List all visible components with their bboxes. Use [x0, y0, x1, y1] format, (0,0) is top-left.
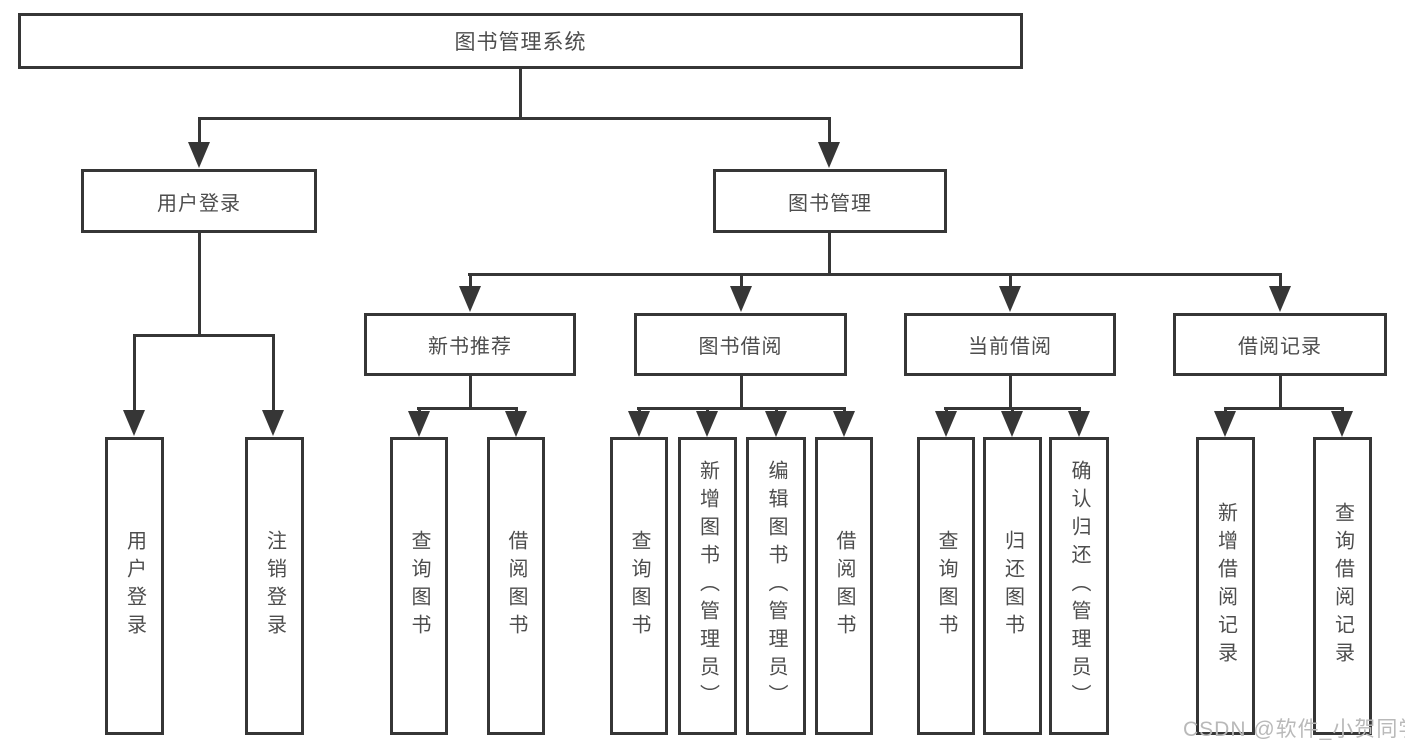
arrow-down-icon	[408, 411, 430, 437]
node-leaf-query-books: 查询图书	[610, 437, 668, 735]
arrow-down-icon	[1068, 411, 1090, 437]
node-label: 归还图书	[1001, 530, 1024, 642]
node-label: 图书管理系统	[454, 31, 587, 54]
node-label: 当前借阅	[968, 336, 1052, 358]
node-leaf-borrow-books: 借阅图书	[815, 437, 873, 735]
arrow-down-icon	[188, 142, 210, 168]
node-label: 编辑图书（管理员）	[765, 460, 787, 712]
connector-to-section	[1279, 273, 1282, 288]
node-leaf-add-books-admin: 新增图书（管理员）	[678, 437, 737, 735]
arrow-down-icon	[262, 410, 284, 436]
node-leaf-query-borrow-record: 查询借阅记录	[1313, 437, 1372, 735]
connector-section-stem	[469, 376, 472, 410]
connector-section-stem	[740, 376, 743, 410]
arrow-down-icon	[730, 286, 752, 312]
node-leaf-logout: 注销登录	[245, 437, 304, 735]
arrow-down-icon	[935, 411, 957, 437]
node-leaf-query-books: 查询图书	[917, 437, 975, 735]
node-leaf-query-books: 查询图书	[390, 437, 448, 735]
arrow-down-icon	[833, 411, 855, 437]
node-leaf-borrow-books: 借阅图书	[487, 437, 545, 735]
node-leaf-add-borrow-record: 新增借阅记录	[1196, 437, 1255, 735]
connector-mgmt-stem	[828, 233, 831, 275]
connector-section-crossbar	[417, 407, 518, 410]
connector-section-crossbar	[1224, 407, 1344, 410]
csdn-watermark: CSDN @软件_小贺同学	[1183, 718, 1405, 741]
arrow-down-icon	[818, 142, 840, 168]
arrow-down-icon	[628, 411, 650, 437]
connector-to-section	[1009, 273, 1012, 288]
node-leaf-confirm-return-admin: 确认归还（管理员）	[1049, 437, 1109, 735]
arrow-down-icon	[765, 411, 787, 437]
connector-section-stem	[1279, 376, 1282, 410]
node-label: 图书借阅	[698, 336, 783, 358]
connector-to-book-mgmt	[828, 117, 831, 144]
arrow-down-icon	[459, 286, 481, 312]
node-leaf-edit-books-admin: 编辑图书（管理员）	[746, 437, 806, 735]
node-label: 借阅图书	[505, 530, 527, 642]
node-leaf-return-books: 归还图书	[983, 437, 1042, 735]
arrow-down-icon	[999, 286, 1021, 312]
node-current-borrowing: 当前借阅	[904, 313, 1116, 376]
arrow-down-icon	[1214, 411, 1236, 437]
connector-to-section	[740, 273, 743, 288]
node-label: 注销登录	[263, 530, 286, 642]
arrow-down-icon	[1001, 411, 1023, 437]
arrow-down-icon	[696, 411, 718, 437]
node-label: 查询图书	[935, 530, 957, 642]
arrow-down-icon	[1331, 411, 1353, 437]
connector-login-crossbar	[133, 334, 275, 337]
node-label: 新增图书（管理员）	[696, 460, 719, 712]
connector-login-stem	[198, 233, 201, 336]
node-label: 借阅记录	[1238, 336, 1322, 358]
connector-root-stem	[519, 69, 522, 117]
connector-root-crossbar	[198, 117, 831, 120]
node-label: 用户登录	[157, 192, 241, 215]
node-new-book-recommend: 新书推荐	[364, 313, 576, 376]
node-label: 新书推荐	[428, 336, 512, 358]
node-label: 查询借阅记录	[1331, 502, 1354, 670]
node-label: 查询图书	[408, 530, 430, 642]
node-book-management: 图书管理	[713, 169, 947, 233]
arrow-down-icon	[505, 411, 527, 437]
node-borrowing-records: 借阅记录	[1173, 313, 1387, 376]
node-leaf-user-login: 用户登录	[105, 437, 164, 735]
node-library-management-system: 图书管理系统	[18, 13, 1023, 69]
connector-to-leaf	[272, 334, 275, 412]
node-label: 新增借阅记录	[1214, 502, 1237, 670]
connector-to-section	[469, 273, 472, 288]
node-label: 查询图书	[628, 530, 650, 642]
connector-to-user-login	[198, 117, 201, 144]
arrow-down-icon	[123, 410, 145, 436]
connector-section-crossbar	[637, 407, 846, 410]
connector-mgmt-crossbar	[468, 273, 1281, 276]
connector-to-leaf	[133, 334, 136, 412]
node-label: 用户登录	[123, 530, 146, 642]
node-label: 借阅图书	[833, 530, 855, 642]
node-label: 确认归还（管理员）	[1068, 460, 1090, 712]
node-label: 图书管理	[788, 192, 872, 215]
arrow-down-icon	[1269, 286, 1291, 312]
connector-section-stem	[1009, 376, 1012, 410]
node-book-borrowing: 图书借阅	[634, 313, 847, 376]
node-user-login: 用户登录	[81, 169, 317, 233]
